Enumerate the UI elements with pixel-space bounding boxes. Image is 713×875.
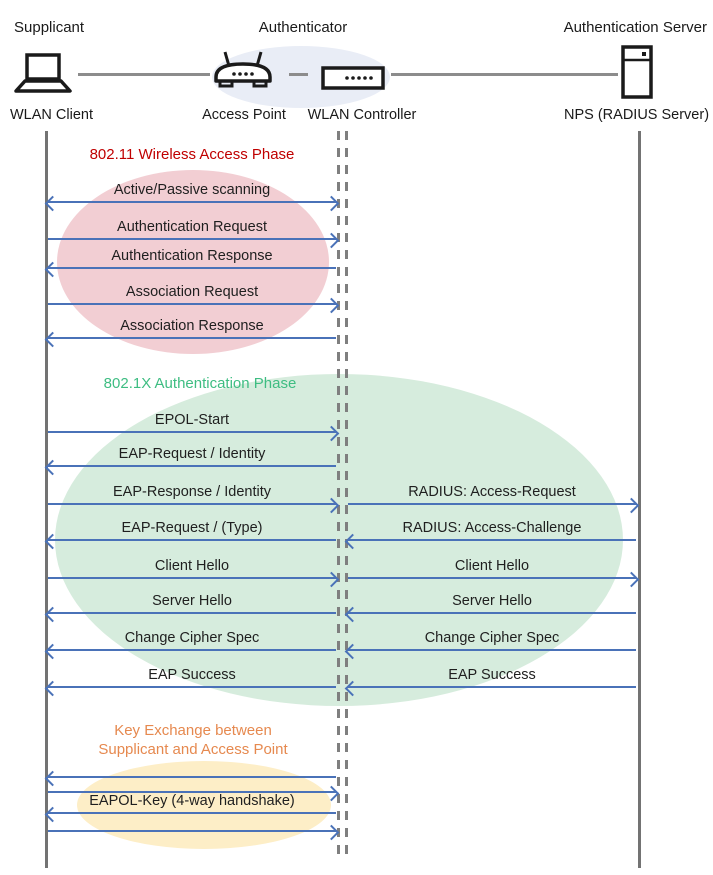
lifeline-radius-server: [638, 131, 641, 868]
message-label: EAP Success: [448, 667, 536, 683]
message-line: [48, 612, 336, 614]
message-label: Server Hello: [152, 593, 232, 609]
message-label: RADIUS: Access-Request: [408, 484, 576, 500]
lifeline-wlan-client: [45, 131, 48, 868]
message-arrow: EAP-Response / Identity: [48, 484, 340, 513]
message-line: [48, 465, 336, 467]
message-arrow: EAP Success: [344, 667, 636, 696]
message-line: [348, 503, 636, 505]
message-arrow: RADIUS: Access-Request: [348, 484, 640, 513]
phase-title-authentication: 802.1X Authentication Phase: [103, 375, 297, 392]
arrowhead-right-icon: [323, 824, 340, 840]
message-arrow: [44, 770, 336, 786]
message-line: [348, 539, 636, 541]
message-line: [48, 431, 336, 433]
message-label: EAPOL-Key (4-way handshake): [89, 793, 295, 809]
phase-title-key-exchange-line2: Supplicant and Access Point: [98, 741, 288, 758]
message-line: [48, 539, 336, 541]
message-label: EAP-Response / Identity: [113, 484, 271, 500]
message-arrow: EAP-Request / Identity: [44, 446, 336, 475]
message-line: [48, 791, 336, 793]
message-line: [348, 612, 636, 614]
message-label: EPOL-Start: [154, 412, 230, 428]
connector-line-ap-controller: [289, 73, 308, 76]
message-line: [48, 830, 336, 832]
message-arrow: Client Hello: [348, 558, 640, 587]
message-arrow: Active/Passive scanning: [44, 182, 340, 211]
message-line: [48, 267, 336, 269]
message-label: Change Cipher Spec: [424, 630, 560, 646]
lifeline-wlan-controller-left: [337, 131, 340, 858]
connector-line-client-ap: [78, 73, 210, 76]
phase-title-key-exchange-line1: Key Exchange between: [114, 722, 272, 739]
message-arrow: Authentication Request: [48, 219, 340, 248]
message-label: Authentication Request: [117, 219, 267, 235]
phase-title-wireless-access: 802.11 Wireless Access Phase: [89, 146, 295, 163]
message-line: [48, 303, 336, 305]
message-label: Authentication Response: [111, 248, 273, 264]
message-label: Association Response: [120, 318, 264, 334]
phase-title-key-exchange: Key Exchange between Supplicant and Acce…: [61, 721, 325, 759]
message-label: Client Hello: [454, 558, 530, 574]
device-label-access-point: Access Point: [202, 107, 286, 123]
device-label-wlan-controller: WLAN Controller: [307, 107, 417, 123]
message-arrow: Change Cipher Spec: [344, 630, 636, 659]
message-label: Active/Passive scanning: [113, 182, 271, 198]
message-line: [48, 686, 336, 688]
device-label-nps-radius-server: NPS (RADIUS Server): [564, 107, 710, 123]
message-arrow: Authentication Response: [44, 248, 336, 277]
message-arrow: Association Response: [44, 318, 336, 347]
message-arrow: [48, 785, 340, 801]
message-arrow: EAP Success: [44, 667, 336, 696]
message-line: [48, 649, 336, 651]
message-line: [348, 686, 636, 688]
message-arrow: Client Hello: [48, 558, 340, 587]
phase-ellipse-wireless-access: [57, 170, 329, 354]
message-label: EAP-Request / Identity: [118, 446, 266, 462]
message-line: [348, 577, 636, 579]
role-label-authenticator: Authenticator: [258, 19, 348, 36]
message-line: [48, 337, 336, 339]
message-arrow: Server Hello: [344, 593, 636, 622]
message-arrow: RADIUS: Access-Challenge: [344, 520, 636, 549]
message-arrow: [48, 824, 340, 840]
message-label: Client Hello: [154, 558, 230, 574]
message-line: [48, 776, 336, 778]
lifeline-wlan-controller-right: [345, 131, 348, 858]
laptop-icon: [12, 53, 74, 100]
message-label: Association Request: [125, 284, 259, 300]
message-arrow: EAPOL-Key (4-way handshake): [44, 793, 336, 822]
message-label: EAP Success: [148, 667, 236, 683]
wlan-controller-icon: [321, 66, 385, 95]
role-label-supplicant: Supplicant: [14, 19, 85, 36]
server-icon: [621, 45, 653, 104]
message-line: [48, 201, 336, 203]
message-line: [48, 503, 336, 505]
message-arrow: Change Cipher Spec: [44, 630, 336, 659]
message-label: EAP-Request / (Type): [121, 520, 263, 536]
message-label: Change Cipher Spec: [124, 630, 260, 646]
message-arrow: Association Request: [48, 284, 340, 313]
message-label: RADIUS: Access-Challenge: [402, 520, 582, 536]
message-arrow: EAP-Request / (Type): [44, 520, 336, 549]
message-line: [48, 812, 336, 814]
phase-ellipse-key-exchange: [77, 761, 331, 849]
message-arrow: Server Hello: [44, 593, 336, 622]
device-label-wlan-client: WLAN Client: [10, 107, 93, 123]
role-label-authentication-server: Authentication Server: [563, 19, 707, 36]
message-arrow: EPOL-Start: [48, 412, 340, 441]
arrowhead-left-icon: [44, 770, 61, 786]
access-point-icon: [212, 50, 274, 95]
message-line: [348, 649, 636, 651]
message-line: [48, 577, 336, 579]
message-line: [48, 238, 336, 240]
connector-line-controller-server: [391, 73, 618, 76]
message-label: Server Hello: [452, 593, 532, 609]
